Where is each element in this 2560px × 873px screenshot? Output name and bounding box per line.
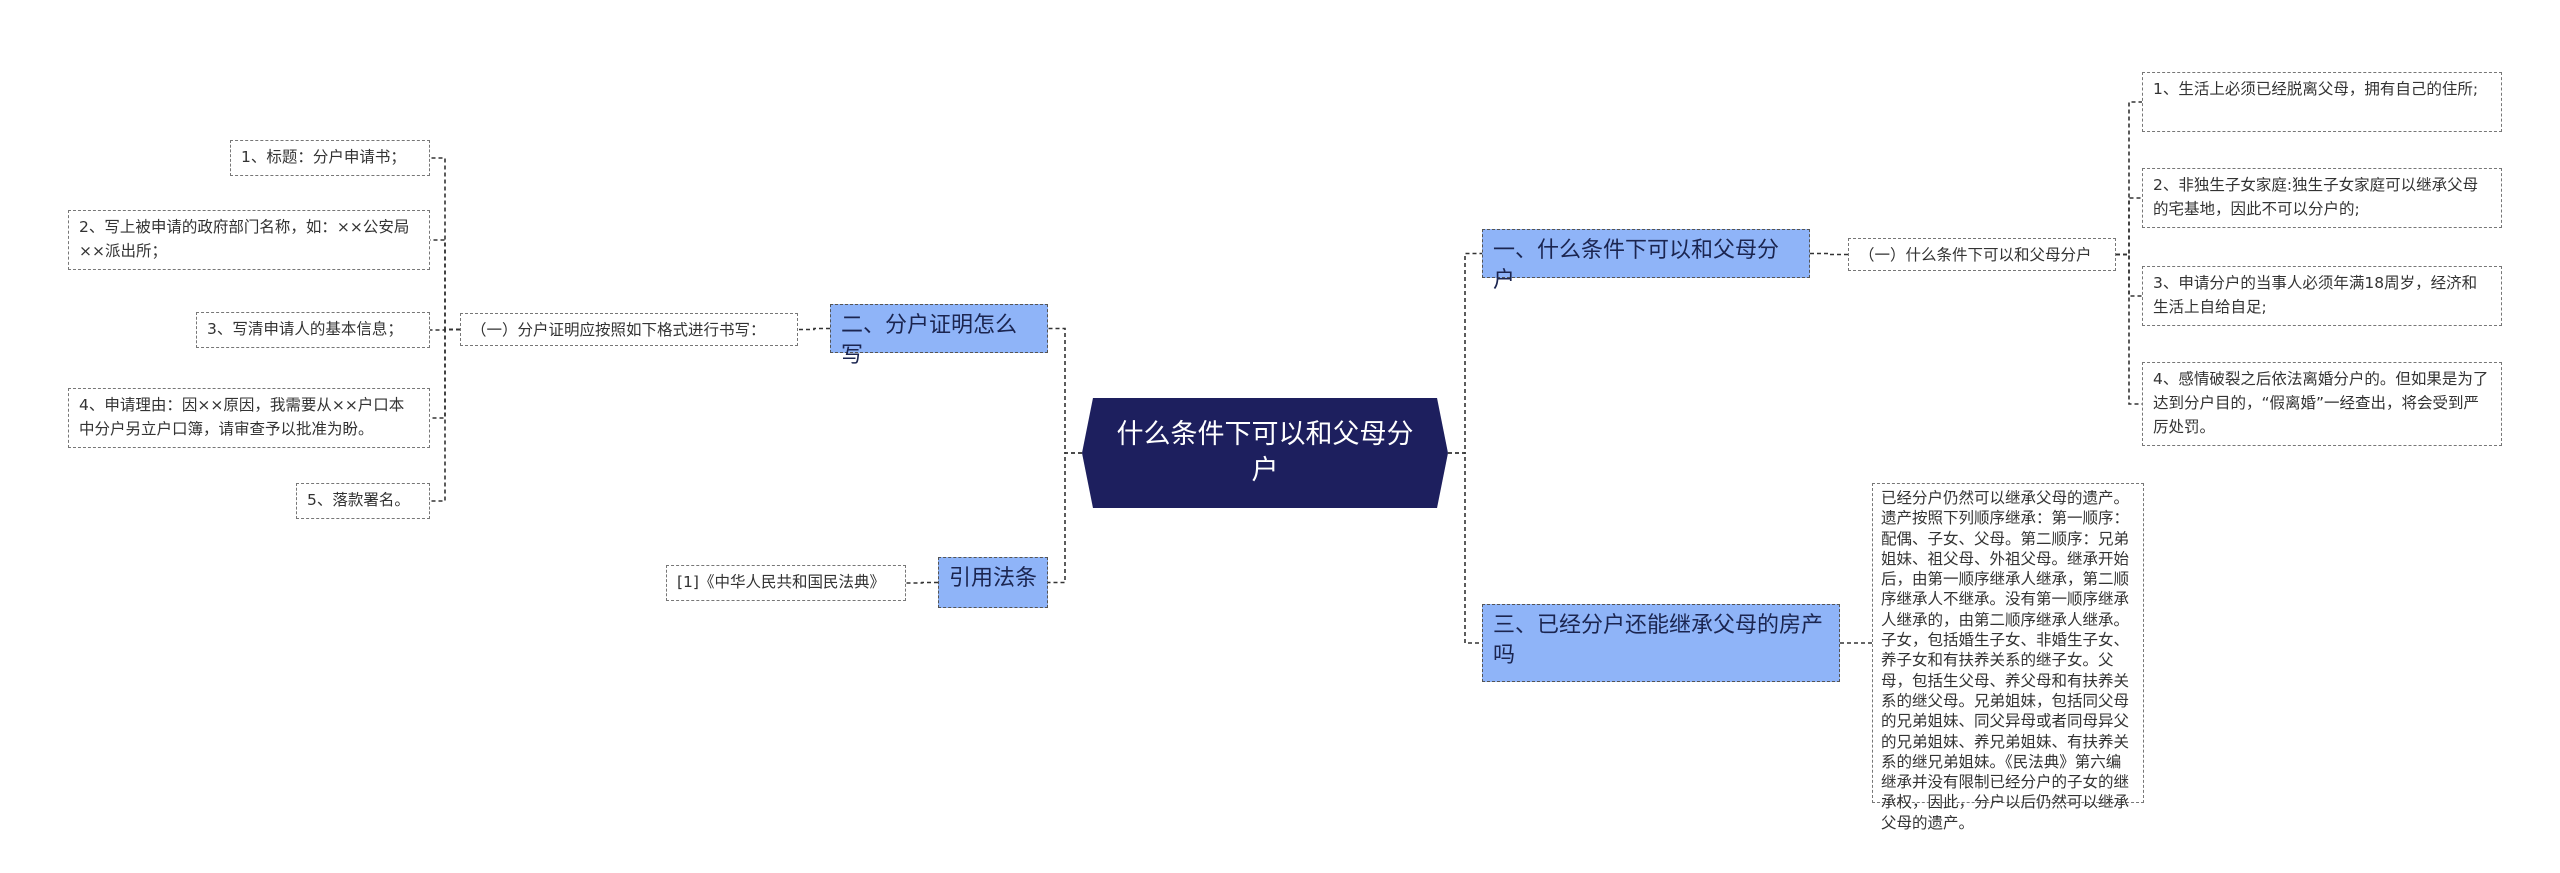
branch-inherit-label: 三、已经分户还能继承父母的房产吗 (1493, 613, 1824, 668)
proof-item-text: 1、标题：分户申请书； (241, 148, 406, 166)
link-root-proof (1048, 327, 1082, 454)
condition-item[interactable]: 1、生活上必须已经脱离父母，拥有自己的住所; (2142, 72, 2502, 132)
inherit-detail[interactable]: 已经分户仍然可以继承父母的遗产。遗产按照下列顺序继承：第一顺序：配偶、子女、父母… (1872, 483, 2144, 832)
branch-conditions-label: 一、什么条件下可以和父母分户 (1493, 238, 1780, 293)
conditions-subtopic[interactable]: （一）什么条件下可以和父母分户 (1848, 238, 2116, 271)
condition-item-text: 1、生活上必须已经脱离父母，拥有自己的住所; (2153, 80, 2479, 98)
condition-item[interactable]: 3、申请分户的当事人必须年满18周岁，经济和生活上自给自足; (2142, 266, 2502, 326)
link-conditions-sub (1810, 252, 1848, 256)
proof-item-text: 3、写清申请人的基本信息； (207, 320, 403, 338)
link-root-conditions (1448, 252, 1482, 454)
proof-item-text: 2、写上被申请的政府部门名称，如：××公安局××派出所； (79, 218, 410, 260)
condition-item-text: 2、非独生子女家庭:独生子女家庭可以继承父母的宅基地，因此不可以分户的; (2153, 176, 2479, 218)
link-proof-sub (798, 327, 830, 331)
branch-law-label: 引用法条 (949, 566, 1038, 591)
link-proof-item (430, 239, 460, 331)
proof-subtopic-label: （一）分户证明应按照如下格式进行书写： (471, 321, 766, 339)
proof-item[interactable]: 3、写清申请人的基本信息； (196, 312, 430, 348)
branch-proof[interactable]: 二、分户证明怎么写 (830, 304, 1048, 368)
link-root-inherit (1448, 452, 1482, 644)
condition-item[interactable]: 2、非独生子女家庭:独生子女家庭可以继承父母的宅基地，因此不可以分户的; (2142, 168, 2502, 228)
root-topic-label: 什么条件下可以和父母分户 (1116, 419, 1414, 486)
branch-law[interactable]: 引用法条 (938, 557, 1048, 608)
branch-inherit[interactable]: 三、已经分户还能继承父母的房产吗 (1482, 604, 1840, 682)
link-law-ref (906, 581, 938, 584)
branch-conditions[interactable]: 一、什么条件下可以和父母分户 (1482, 229, 1810, 293)
condition-item[interactable]: 4、感情破裂之后依法离婚分户的。但如果是为了达到分户目的，“假离婚”一经查出，将… (2142, 362, 2502, 446)
condition-item-text: 4、感情破裂之后依法离婚分户的。但如果是为了达到分户目的，“假离婚”一经查出，将… (2153, 370, 2489, 436)
proof-item-text: 5、落款署名。 (307, 491, 410, 509)
law-reference-text: [1]《中华人民共和国民法典》 (677, 573, 885, 591)
link-condition-item (2116, 101, 2142, 256)
proof-item[interactable]: 1、标题：分户申请书； (230, 140, 430, 176)
proof-subtopic[interactable]: （一）分户证明应按照如下格式进行书写： (460, 313, 798, 346)
condition-item-text: 3、申请分户的当事人必须年满18周岁，经济和生活上自给自足; (2153, 274, 2478, 316)
conditions-subtopic-label: （一）什么条件下可以和父母分户 (1859, 246, 2092, 264)
proof-item[interactable]: 5、落款署名。 (296, 483, 430, 519)
link-root-law (1048, 452, 1082, 584)
inherit-detail-text: 已经分户仍然可以继承父母的遗产。遗产按照下列顺序继承：第一顺序：配偶、子女、父母… (1881, 489, 2130, 832)
link-condition-item (2116, 197, 2142, 256)
root-topic[interactable]: 什么条件下可以和父母分户 (1082, 398, 1448, 508)
link-proof-item (430, 328, 460, 502)
proof-item-text: 4、申请理由：因××原因，我需要从××户口本中分户另立户口簿，请审查予以批准为盼… (79, 396, 405, 438)
link-condition-item (2116, 253, 2142, 297)
branch-proof-label: 二、分户证明怎么写 (841, 313, 1018, 368)
law-reference[interactable]: [1]《中华人民共和国民法典》 (666, 565, 906, 601)
proof-item[interactable]: 2、写上被申请的政府部门名称，如：××公安局××派出所； (68, 210, 430, 270)
proof-item[interactable]: 4、申请理由：因××原因，我需要从××户口本中分户另立户口簿，请审查予以批准为盼… (68, 388, 430, 448)
link-condition-item (2116, 253, 2142, 405)
